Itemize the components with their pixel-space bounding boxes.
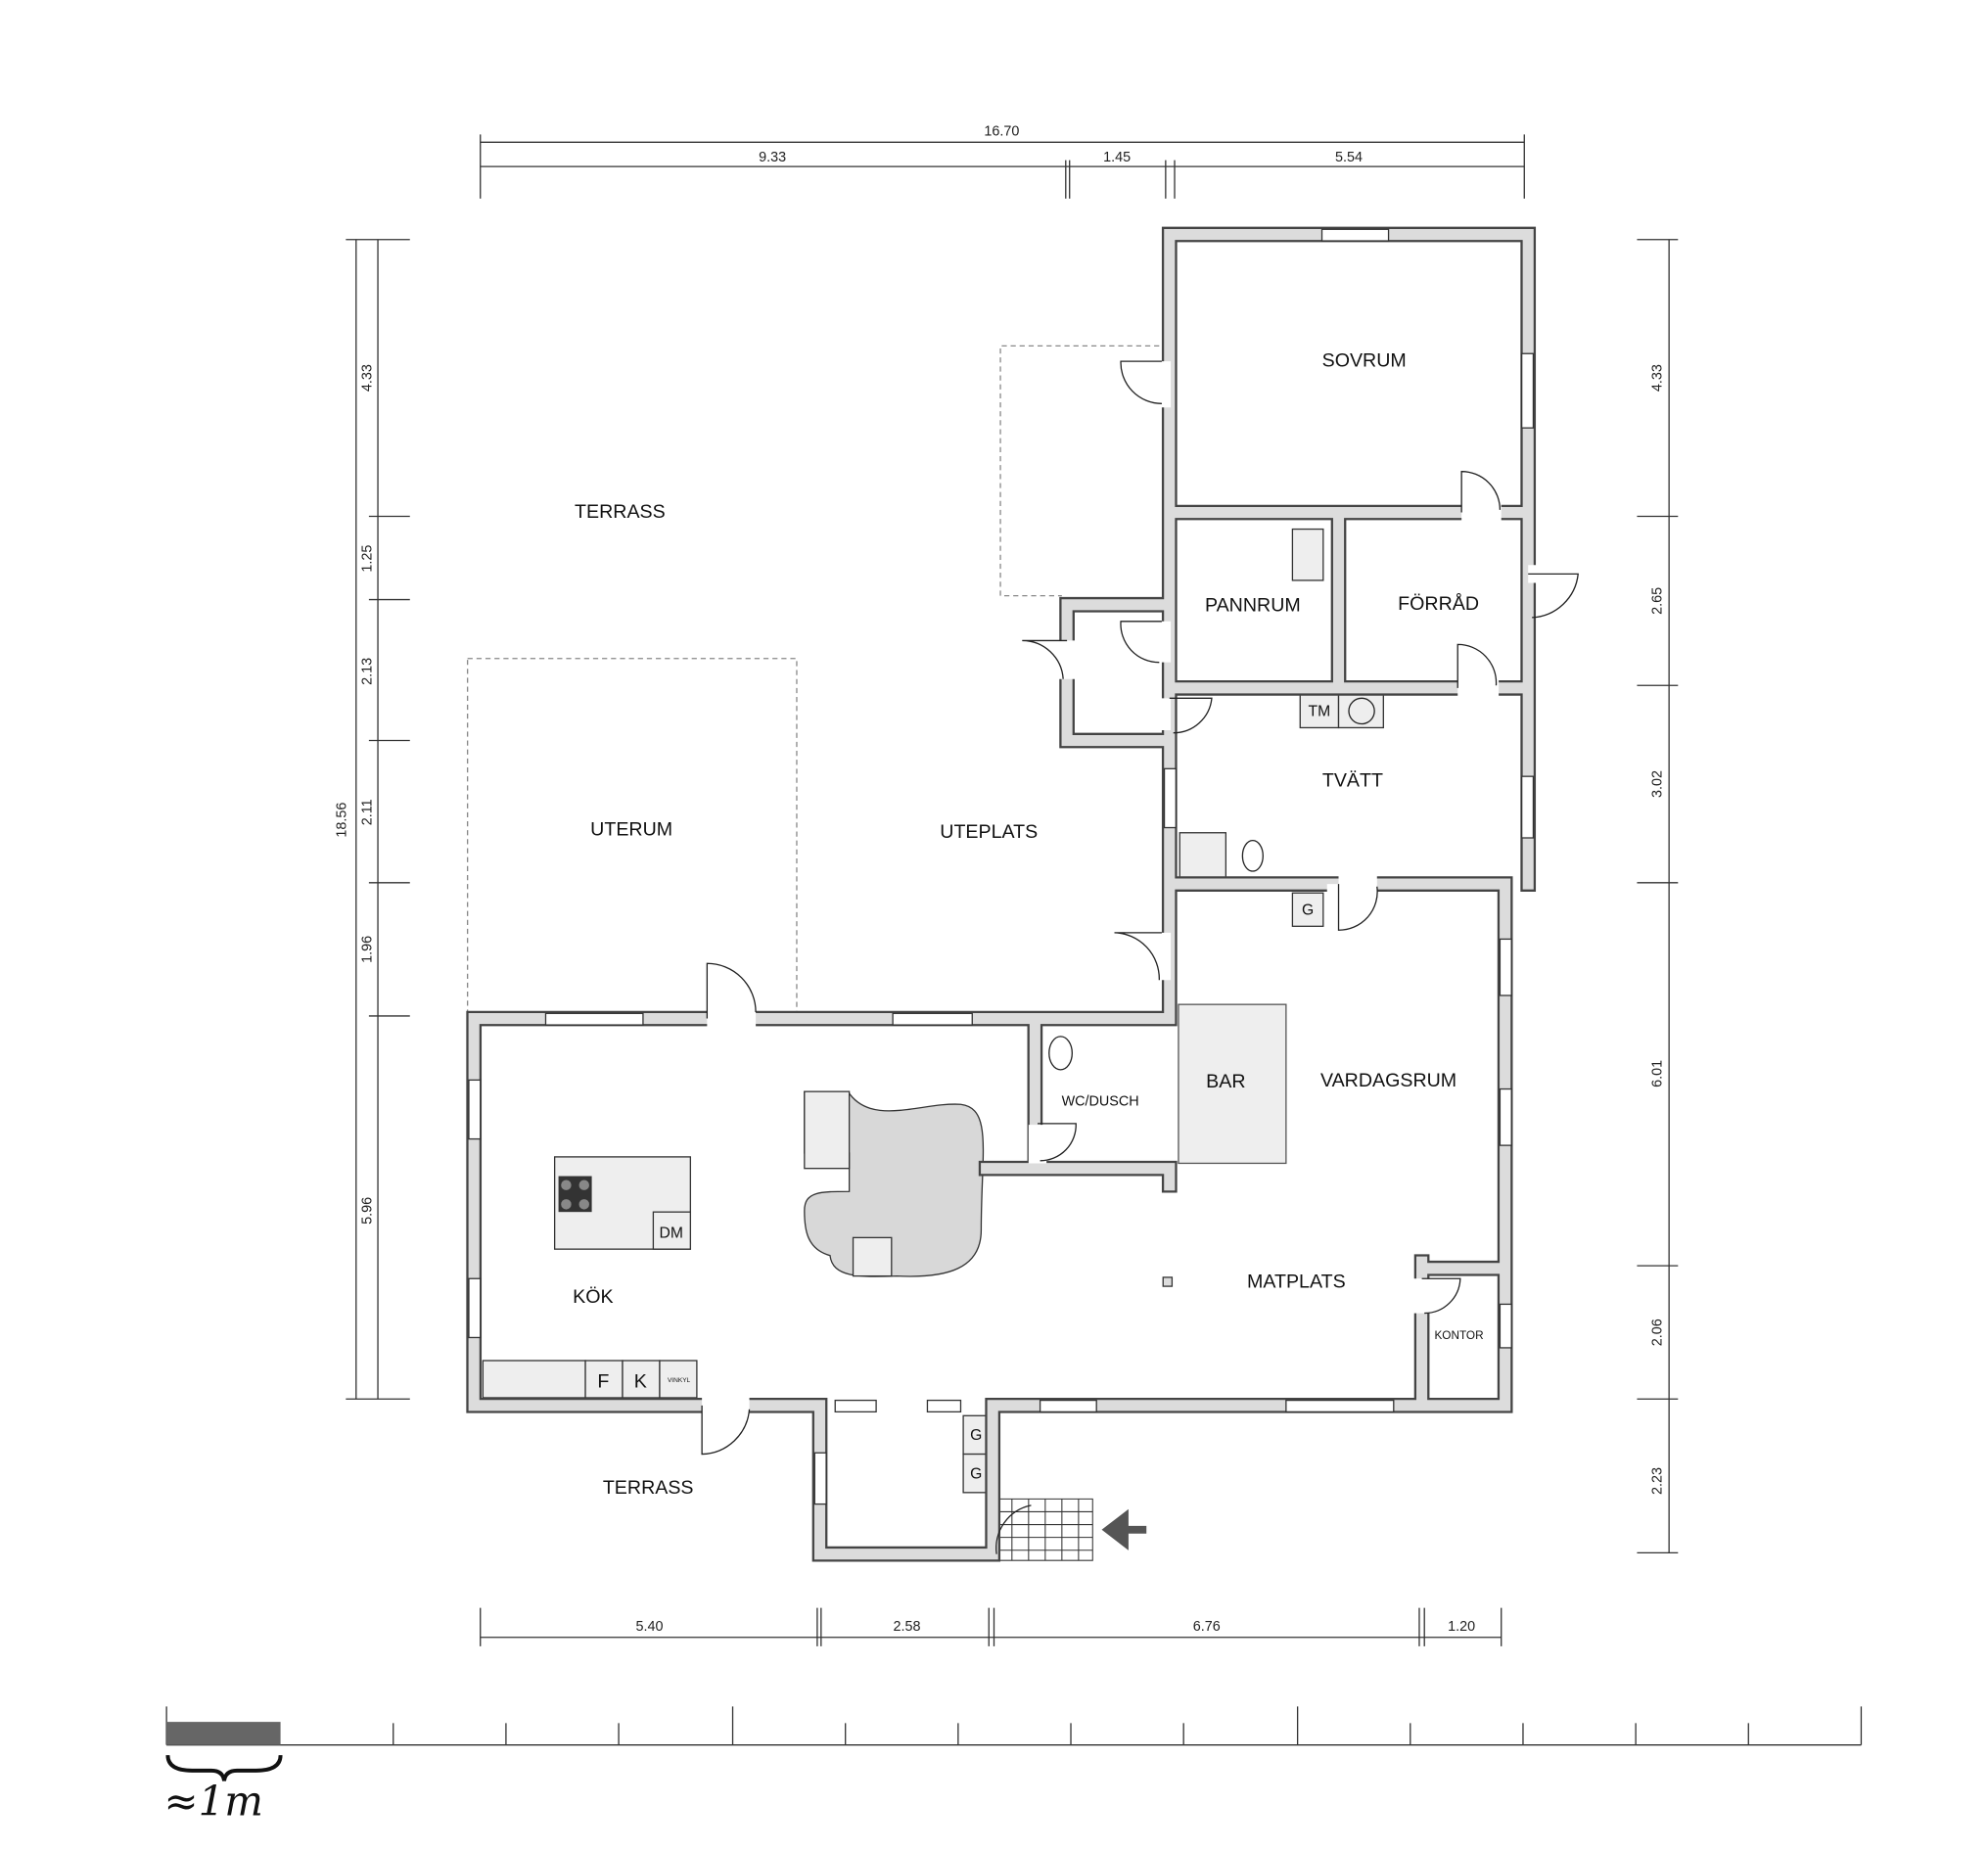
dim-bottom: 2.58 bbox=[894, 1619, 921, 1635]
scale-bar: ≈1m bbox=[164, 1706, 1863, 1826]
fixture-dm: DM bbox=[660, 1225, 683, 1241]
dim-top-total: 16.70 bbox=[984, 124, 1019, 140]
dim-top: 5.54 bbox=[1335, 150, 1363, 165]
dim-right: 2.23 bbox=[1649, 1467, 1665, 1495]
dim-right: 3.02 bbox=[1649, 770, 1665, 798]
room-label-tvatt: TVÄTT bbox=[1322, 770, 1383, 792]
pergola-outline bbox=[999, 345, 1160, 597]
dim-left: 4.33 bbox=[360, 364, 376, 392]
dim-left: 1.25 bbox=[360, 545, 376, 573]
fixture-k: K bbox=[634, 1370, 647, 1392]
doors bbox=[701, 360, 1579, 1554]
fixture-g: G bbox=[1302, 902, 1314, 919]
fixture-g: G bbox=[970, 1427, 982, 1444]
fixture-tm: TM bbox=[1309, 704, 1331, 720]
room-label-vardagsrum: VARDAGSRUM bbox=[1320, 1070, 1456, 1091]
fixtures bbox=[482, 528, 1384, 1561]
dim-left-total: 18.56 bbox=[334, 803, 349, 838]
room-label-kok: KÖK bbox=[573, 1286, 613, 1308]
dim-left: 5.96 bbox=[360, 1197, 376, 1225]
room-label-uterum: UTERUM bbox=[590, 818, 672, 840]
dim-left: 2.13 bbox=[360, 658, 376, 685]
dim-right: 2.65 bbox=[1649, 587, 1665, 615]
room-label-kontor: KONTOR bbox=[1434, 1329, 1483, 1342]
room-label-bar: BAR bbox=[1206, 1071, 1245, 1092]
dim-left: 1.96 bbox=[360, 936, 376, 963]
dim-left: 2.11 bbox=[360, 799, 376, 825]
room-label-matplats: MATPLATS bbox=[1247, 1271, 1346, 1292]
room-label-pannrum: PANNRUM bbox=[1205, 594, 1301, 616]
walls bbox=[466, 226, 1576, 1562]
room-label-wc: WC/DUSCH bbox=[1062, 1094, 1139, 1110]
fixture-g: G bbox=[970, 1465, 982, 1482]
room-label-forrad: FÖRRÅD bbox=[1398, 592, 1479, 615]
room-label-uteplats: UTEPLATS bbox=[940, 821, 1038, 843]
room-label-terrass: TERRASS bbox=[575, 501, 666, 523]
room-label-sovrum: SOVRUM bbox=[1322, 349, 1407, 371]
dim-top: 1.45 bbox=[1103, 150, 1131, 165]
windows bbox=[468, 228, 1535, 1505]
fixture-f: F bbox=[597, 1370, 609, 1392]
dim-bottom: 6.76 bbox=[1193, 1619, 1221, 1635]
dimension-lines bbox=[346, 134, 1679, 1646]
dim-right: 2.06 bbox=[1649, 1318, 1665, 1346]
dim-right: 4.33 bbox=[1649, 364, 1665, 392]
room-label-terrass-bottom: TERRASS bbox=[603, 1477, 694, 1499]
fixture-vinkyl: VINKYL bbox=[668, 1377, 691, 1384]
dim-right: 6.01 bbox=[1649, 1060, 1665, 1087]
dim-bottom: 1.20 bbox=[1448, 1619, 1475, 1635]
dim-bottom: 5.40 bbox=[635, 1619, 663, 1635]
dim-top: 9.33 bbox=[759, 150, 786, 165]
scale-label: ≈1m bbox=[164, 1778, 263, 1826]
